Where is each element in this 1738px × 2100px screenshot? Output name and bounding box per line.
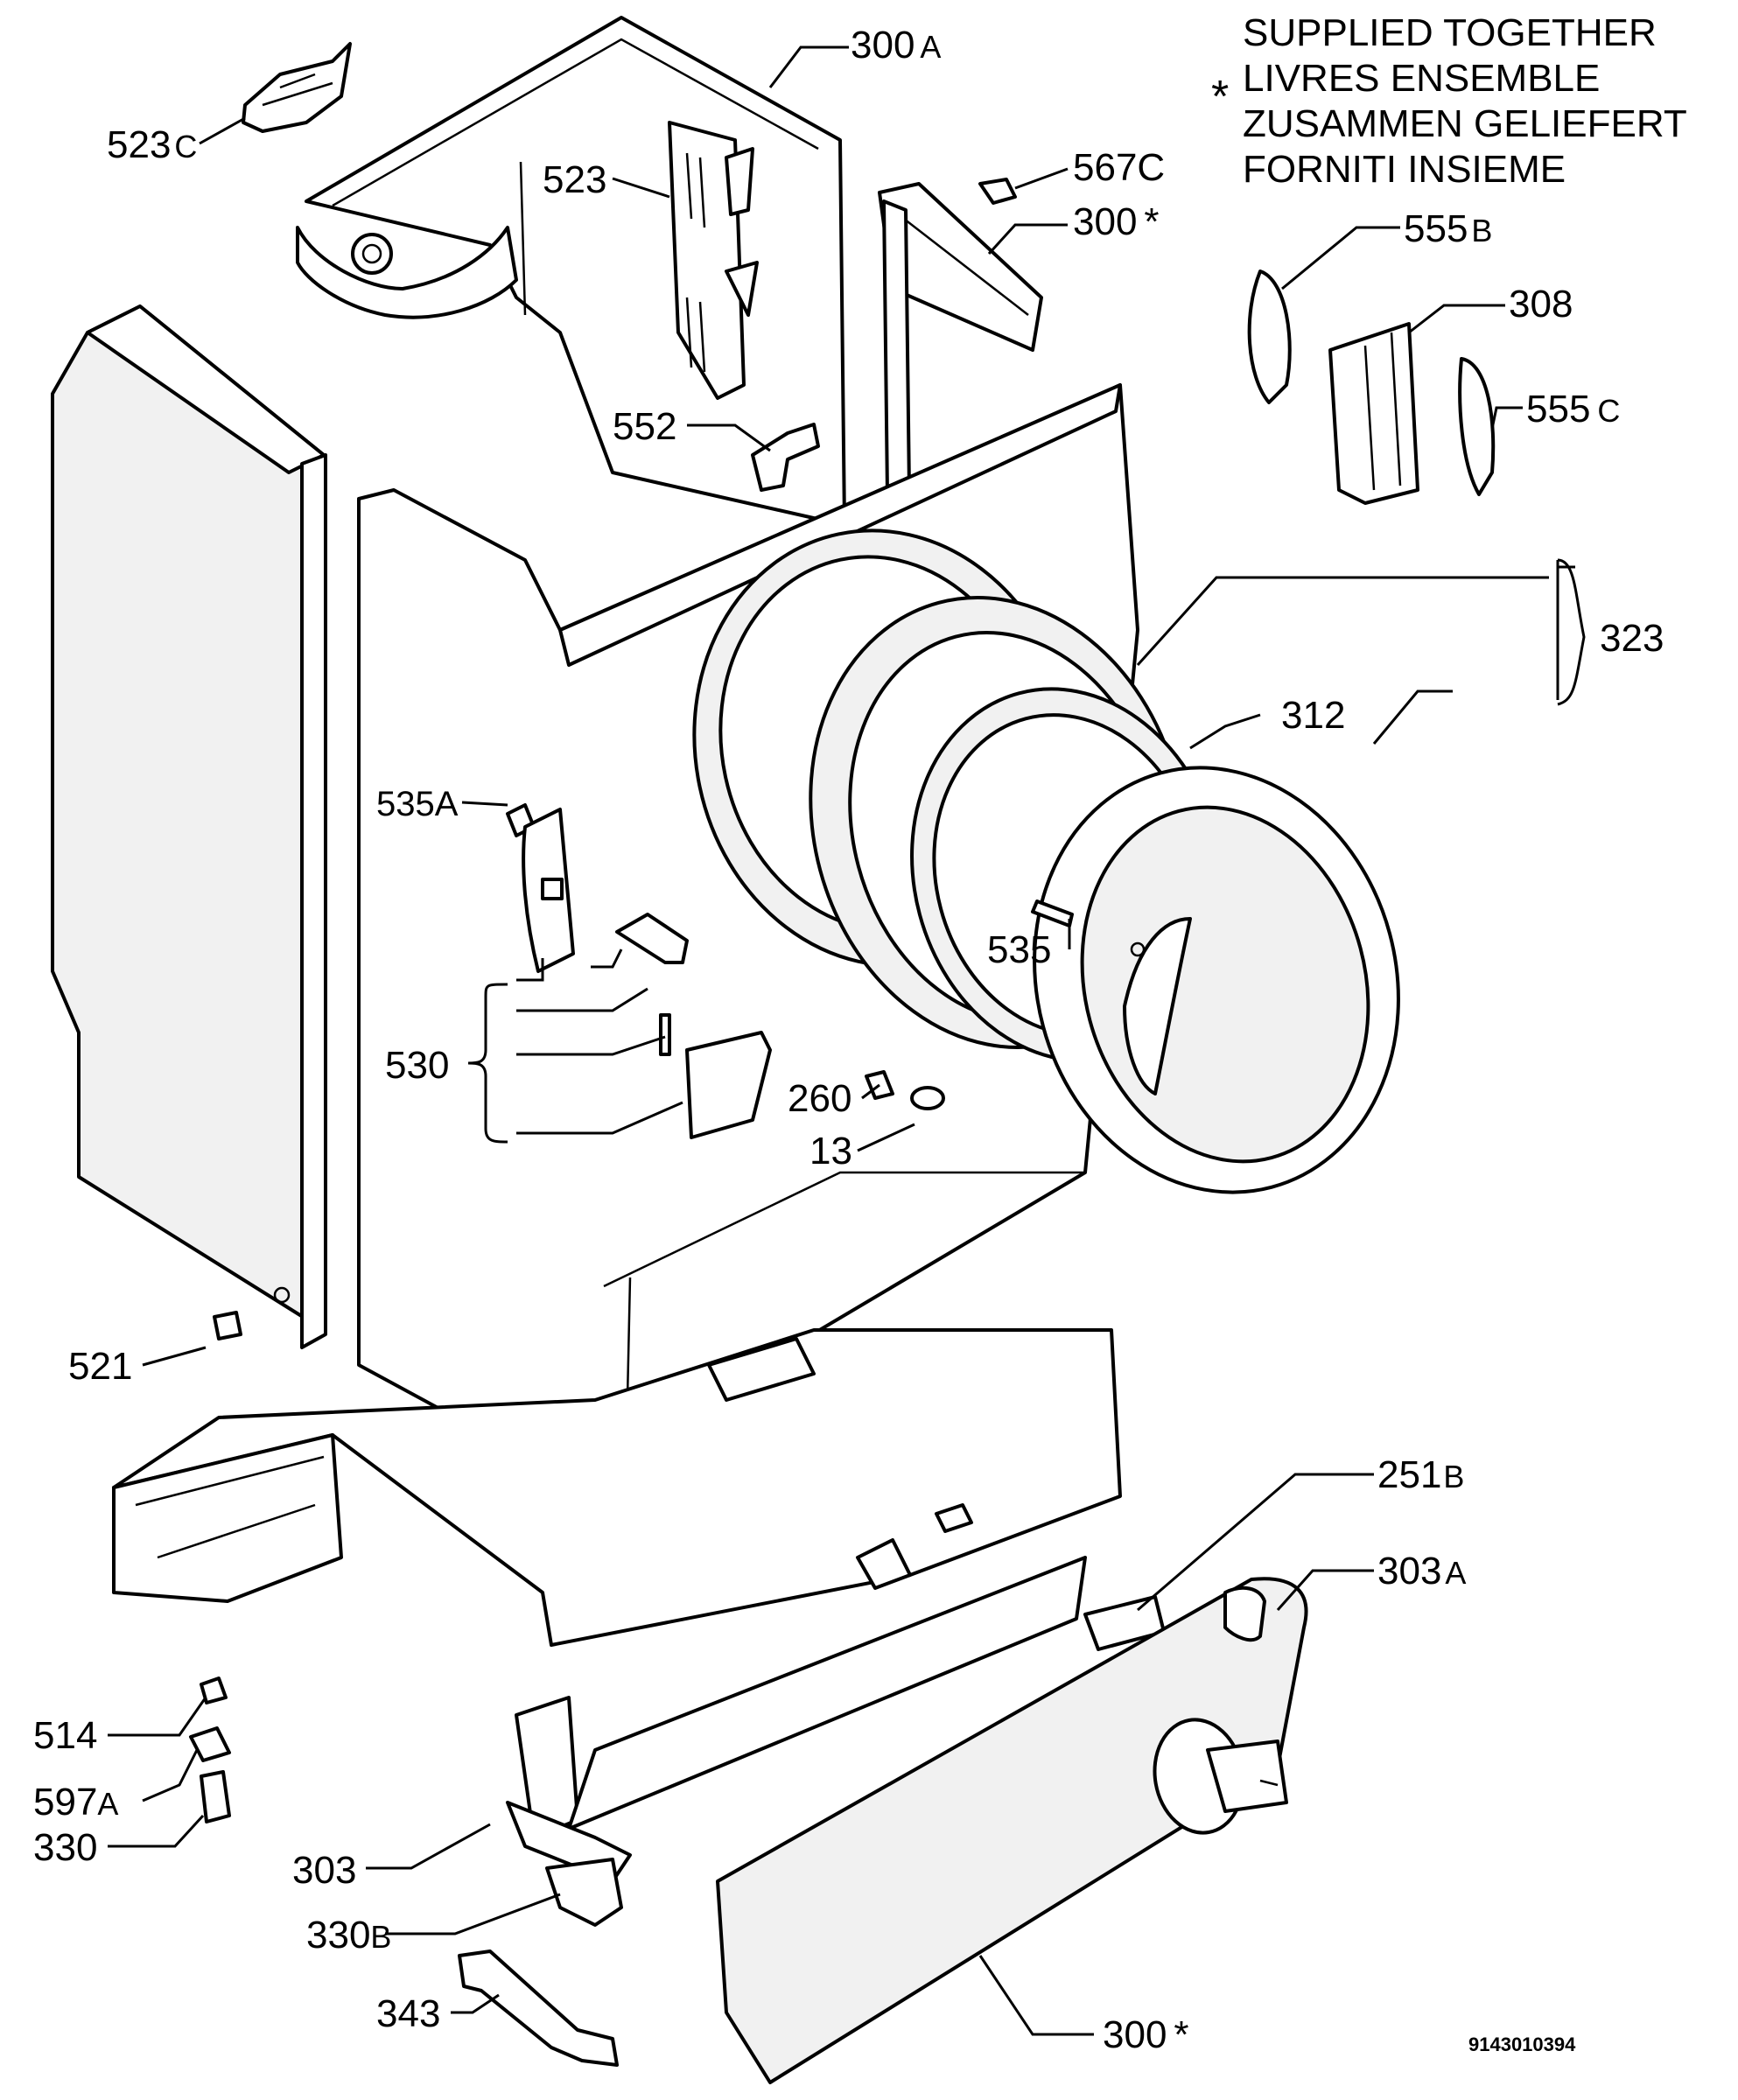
callout-312: 312	[1281, 694, 1345, 737]
screw-521	[213, 1311, 242, 1340]
callout-330b: 330B	[306, 1914, 391, 1956]
callout-300-star-top: 300*	[1073, 200, 1160, 243]
callout-260: 260	[788, 1077, 851, 1120]
foot-330	[200, 1770, 231, 1824]
supplied-together-note: * SUPPLIED TOGETHER LIVRES ENSEMBLE ZUSA…	[1211, 11, 1687, 191]
foot-330b	[545, 1858, 623, 1927]
door	[1033, 766, 1400, 1194]
note-line-2: LIVRES ENSEMBLE	[1243, 57, 1600, 100]
lock-assembly-530	[506, 803, 945, 1139]
callout-567c: 567C	[1073, 146, 1165, 189]
callout-597a: 597A	[33, 1781, 118, 1824]
note-line-3: ZUSAMMEN GELIEFERT	[1243, 102, 1687, 145]
callout-13: 13	[809, 1130, 852, 1172]
callout-323: 323	[1600, 617, 1664, 660]
callout-330: 330	[33, 1826, 97, 1869]
clip-523c	[242, 42, 352, 133]
bracket-523	[668, 121, 759, 400]
clip-552	[751, 423, 820, 492]
asterisk-symbol: *	[1211, 72, 1229, 122]
foot-514	[200, 1676, 228, 1704]
callout-300-star-bottom: 300*	[1103, 2013, 1189, 2056]
callout-514: 514	[33, 1714, 97, 1757]
clip-567c	[978, 178, 1017, 205]
callout-552: 552	[613, 405, 676, 448]
base-frame-303	[112, 1328, 1122, 1883]
note-line-1: SUPPLIED TOGETHER	[1243, 11, 1657, 54]
plinth-panel	[716, 1577, 1308, 2084]
side-panel	[51, 304, 327, 1349]
nut-597a	[189, 1726, 231, 1762]
callout-535: 535	[987, 928, 1051, 971]
callout-303: 303	[292, 1849, 356, 1892]
callout-521: 521	[68, 1345, 132, 1388]
callout-530: 530	[385, 1044, 449, 1087]
spanner-343	[458, 1950, 619, 2067]
door-hinge-308	[1247, 270, 1496, 505]
callout-343: 343	[376, 1992, 440, 2035]
document-number: 9143010394	[1468, 2034, 1576, 2055]
note-line-4: FORNITI INSIEME	[1243, 148, 1566, 191]
callout-251b: 251B	[1377, 1453, 1464, 1496]
leader-lines	[108, 46, 1586, 2036]
callout-535a: 535A	[376, 785, 459, 823]
callout-308: 308	[1509, 283, 1573, 326]
callout-523: 523	[543, 158, 606, 201]
